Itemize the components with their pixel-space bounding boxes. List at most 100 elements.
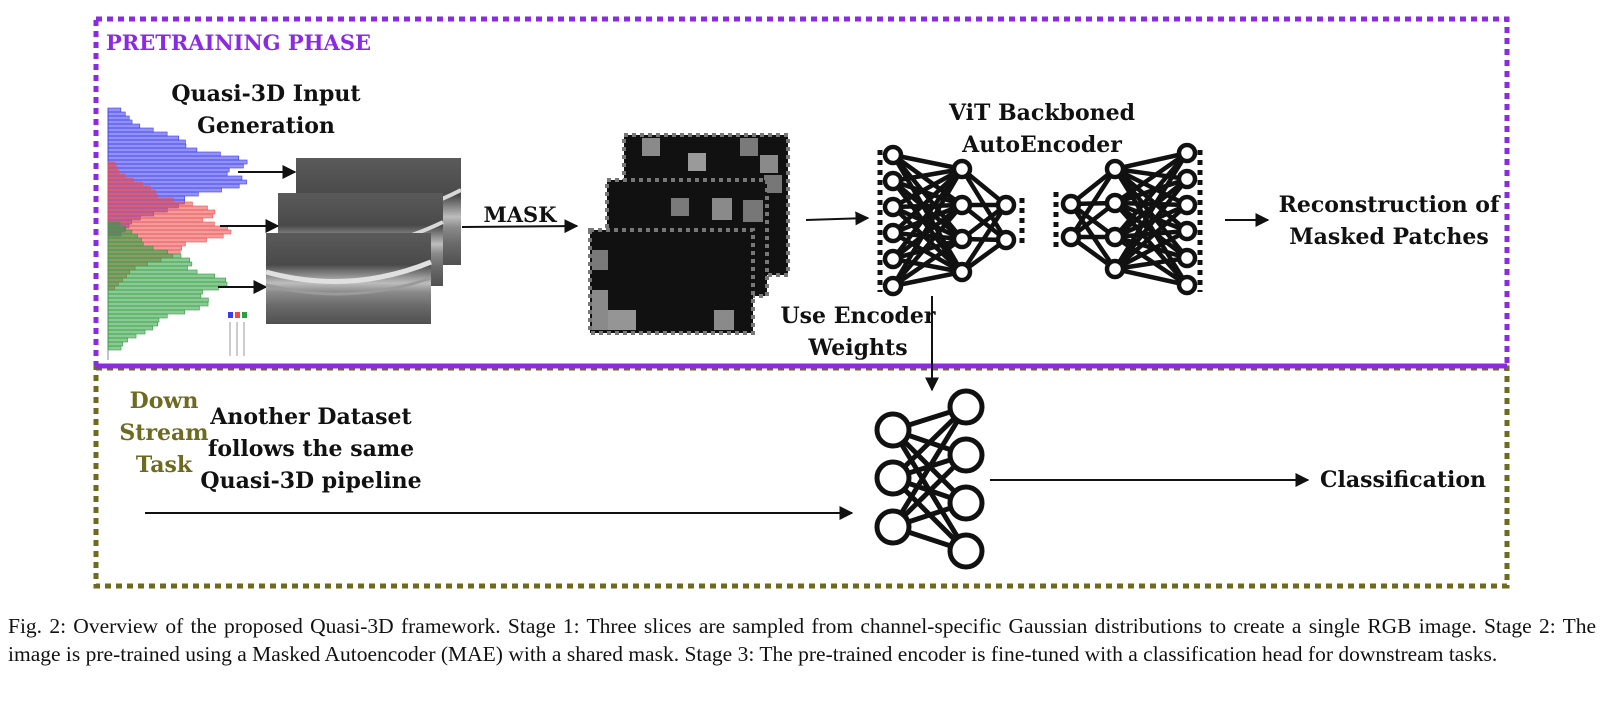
network-edge (1114, 166, 1188, 182)
network-edge (891, 231, 964, 274)
network-edge (1069, 167, 1117, 239)
network-node (951, 158, 973, 180)
histogram-bar (107, 197, 174, 203)
mask-arrow (461, 219, 579, 234)
pretraining-phase-label: PRETRAINING PHASE (106, 30, 371, 55)
classifier-network-icon (874, 388, 985, 570)
network-edge (1114, 150, 1188, 172)
histogram-bar (107, 115, 130, 121)
masked-patch-stack (588, 133, 790, 335)
network-edge (1113, 229, 1189, 271)
histogram-bar (107, 139, 186, 145)
network-edge (892, 152, 963, 172)
network-node (882, 144, 904, 166)
histogram-bar (107, 277, 226, 283)
encoder-weights-label-line1: Use Encoder (780, 303, 935, 329)
histogram-bar (107, 213, 214, 219)
network-edge (891, 179, 964, 241)
masked-slice-front (588, 228, 755, 335)
histogram-bar (107, 285, 219, 291)
histogram-bar (107, 293, 202, 299)
histogram-bar (107, 261, 193, 267)
network-node (882, 222, 904, 244)
network-edge (891, 167, 964, 209)
histogram-bar (107, 273, 216, 279)
histogram-bar (107, 159, 248, 165)
network-edge (891, 237, 964, 288)
histogram-bar (107, 217, 203, 223)
network-node (1176, 142, 1198, 164)
network-edge (1114, 255, 1188, 272)
histogram-bar (107, 127, 154, 133)
histogram-bar (107, 257, 190, 263)
histogram-bar (107, 181, 143, 187)
histogram-bar (107, 173, 126, 179)
network-edge (891, 167, 964, 235)
quasi3d-label-line1: Quasi-3D Input (171, 81, 361, 107)
vit-label-line2: AutoEncoder (961, 132, 1122, 158)
downstream-label-line3: Task (136, 452, 193, 478)
network-edge (891, 203, 964, 288)
histogram-bar (107, 209, 216, 215)
network-node (1104, 258, 1126, 280)
network-edge (892, 166, 963, 184)
network-node (874, 459, 912, 497)
network-edge (1113, 151, 1189, 271)
network-edge (1113, 203, 1189, 271)
arrow-to-encoder (805, 211, 870, 226)
reconstruction-label-line2: Masked Patches (1289, 224, 1488, 250)
histogram-bar (107, 245, 154, 251)
network-node (947, 388, 985, 426)
network-edge (1113, 201, 1189, 260)
network-node (874, 411, 912, 449)
network-edge (1113, 151, 1189, 205)
histogram-bar (107, 143, 187, 149)
mask-label: MASK (484, 202, 558, 227)
histogram-bar (107, 249, 169, 255)
network-node (882, 196, 904, 218)
network-node (951, 261, 973, 283)
network-edge (892, 204, 963, 242)
network-edge (891, 205, 964, 274)
network-edge (960, 203, 1008, 274)
vit-label-line1: ViT Backboned (948, 100, 1135, 126)
histogram-bar (107, 165, 118, 171)
network-edge (891, 203, 964, 261)
network-edge (1114, 176, 1188, 206)
encoder-network-icon (877, 144, 1025, 297)
histogram-bar (107, 205, 208, 211)
network-node (1104, 226, 1126, 248)
histogram-bar (107, 341, 124, 347)
network-edge (1114, 200, 1188, 234)
histogram-legend (228, 312, 247, 356)
network-edge (1113, 166, 1189, 208)
histogram-bar (107, 151, 221, 157)
network-edge (1113, 151, 1189, 239)
decoder-network-icon (1053, 142, 1203, 296)
histogram-plot (107, 107, 248, 360)
histogram-bar (107, 177, 134, 183)
oct-slice-stack (265, 158, 462, 324)
network-edge (1114, 266, 1188, 288)
network-node (995, 229, 1017, 251)
downstream-label-line1: Down (130, 388, 199, 414)
network-edge (892, 256, 963, 275)
network-node (1060, 193, 1082, 215)
histogram-bar (107, 337, 128, 343)
histogram-bar (107, 237, 142, 243)
histogram-bar (107, 155, 240, 161)
oct-slice-front (265, 233, 432, 324)
network-edge (892, 202, 963, 236)
network-node (1176, 168, 1198, 190)
network-node (882, 275, 904, 297)
histogram-bar (107, 169, 120, 175)
network-edge (892, 230, 963, 242)
network-node (1104, 192, 1126, 214)
figure-caption: Fig. 2: Overview of the proposed Quasi-3… (8, 614, 1596, 666)
network-node (874, 508, 912, 546)
pretraining-phase-box (93, 16, 1510, 369)
network-edges (891, 152, 1008, 289)
histogram-bar (107, 313, 168, 319)
histogram-bar (107, 119, 133, 125)
